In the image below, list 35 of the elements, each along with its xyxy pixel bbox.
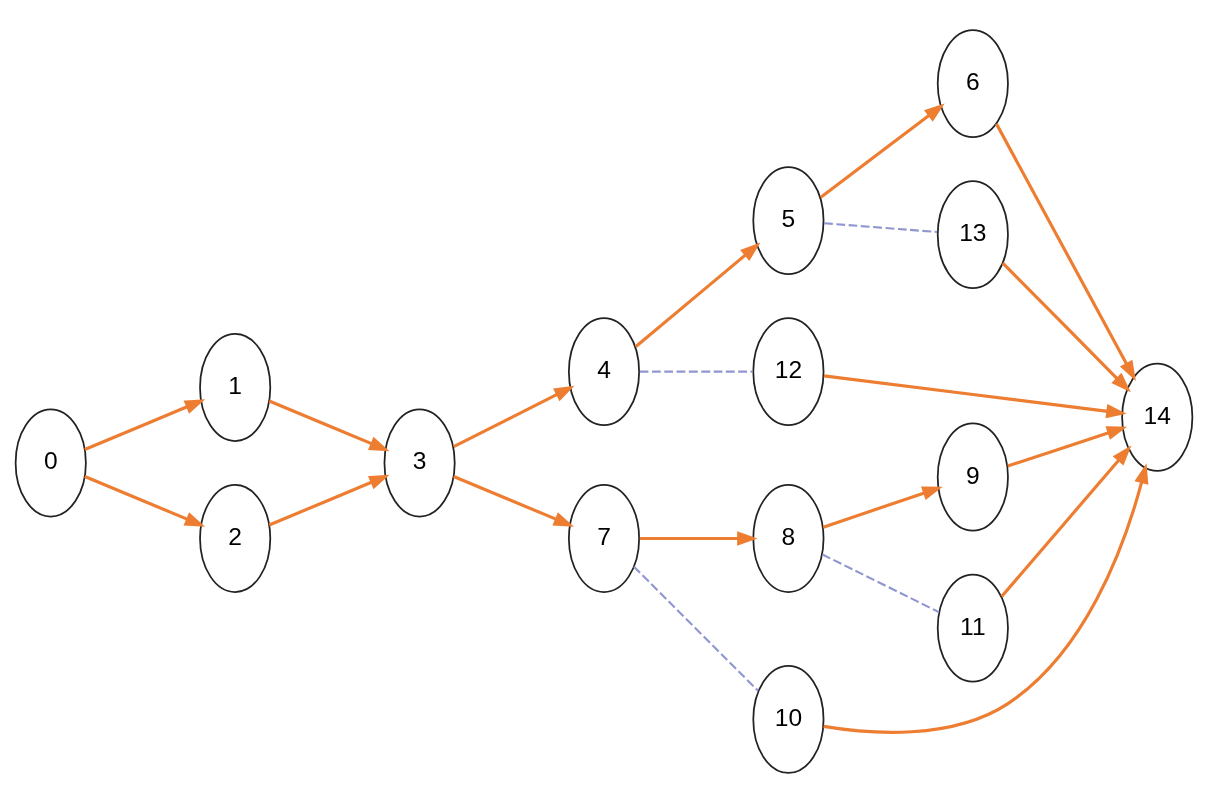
node-ellipse: 10 xyxy=(752,664,825,774)
arrow xyxy=(823,373,1127,418)
arrow xyxy=(268,474,390,526)
arrow xyxy=(819,103,945,199)
arrow xyxy=(84,474,206,527)
connector xyxy=(822,553,940,613)
arrow xyxy=(1001,261,1131,392)
node-ellipse: 7 xyxy=(568,483,640,593)
node-ellipse: 5 xyxy=(752,165,825,275)
node-ellipse: 6 xyxy=(936,28,1009,138)
connector xyxy=(639,370,753,373)
connector xyxy=(633,565,759,691)
arrow xyxy=(995,122,1136,381)
arrow xyxy=(639,530,758,546)
arrow xyxy=(452,385,575,448)
node-ellipse: 11 xyxy=(936,573,1009,682)
arrow xyxy=(1007,425,1128,468)
node-ellipse: 12 xyxy=(752,316,825,426)
node-ellipse: 0 xyxy=(14,408,87,517)
node-ellipse: 2 xyxy=(199,483,272,593)
node-ellipse: 8 xyxy=(752,483,825,593)
connector xyxy=(824,221,938,233)
arrow xyxy=(823,462,1149,734)
arrow xyxy=(84,398,206,451)
arrow xyxy=(1000,444,1132,598)
arrow xyxy=(634,242,761,348)
node-ellipse: 1 xyxy=(199,332,272,442)
node-ellipse: 13 xyxy=(936,179,1009,289)
arrow xyxy=(822,486,943,529)
node-ellipse: 9 xyxy=(936,422,1009,531)
arrow xyxy=(453,474,574,527)
node-ellipse: 4 xyxy=(568,316,640,426)
node-ellipse: 3 xyxy=(383,408,456,517)
arrow xyxy=(268,399,390,451)
node-ellipse: 14 xyxy=(1121,362,1194,472)
